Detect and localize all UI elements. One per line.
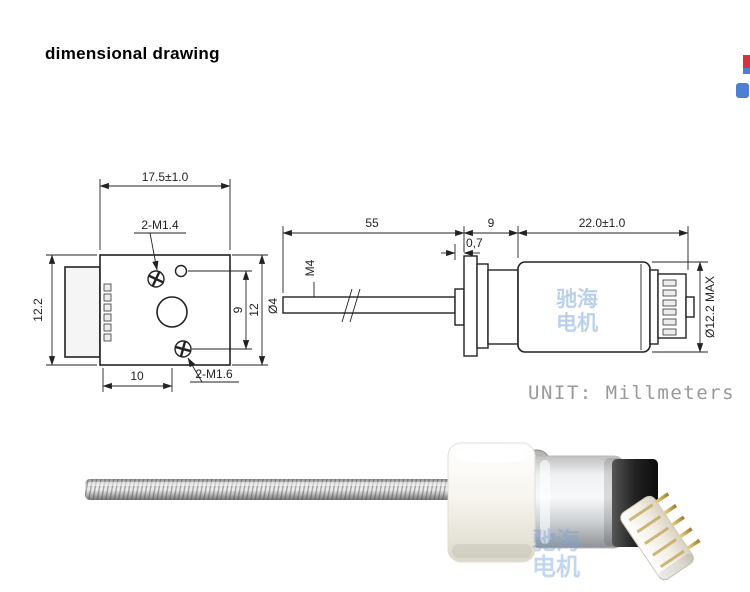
label-thread: M4: [303, 259, 317, 297]
product-photo: 驰海 电机: [85, 442, 701, 581]
hole-dim-inner-value: 9: [231, 306, 245, 313]
connector-nub: [685, 296, 695, 318]
connector-pins-front: [103, 283, 112, 342]
photo-watermark: 驰海 电机: [532, 526, 580, 581]
connector-bracket: [649, 269, 659, 345]
motor-diameter-value: Ø12.2 MAX: [703, 276, 717, 338]
plate-thickness-value: 0,7: [466, 236, 483, 250]
edge-logo-blue: [736, 83, 749, 98]
label-screw-top: 2-M1.4: [134, 218, 186, 271]
dim-front-bottom: 10: [102, 368, 173, 392]
gearbox-mid-plate: [476, 263, 489, 349]
front-width-value: 17.5±1.0: [142, 170, 189, 184]
dim-screw-length: 55: [282, 216, 465, 293]
dim-hole-inner: 9: [188, 270, 252, 350]
bottom-dim-value: 10: [130, 369, 144, 383]
dim-front-width: 17.5±1.0: [99, 170, 231, 250]
watermark-text: 驰海: [532, 526, 580, 555]
gold-pins: [655, 492, 701, 550]
screw-diameter-value: Ø4: [266, 298, 280, 314]
break-line-2: [349, 288, 361, 323]
dim-front-height: 12.2: [31, 254, 97, 366]
shaft-collar: [454, 288, 465, 326]
gearbox-case: [487, 269, 519, 345]
pin-slots: [628, 503, 685, 569]
gearbox-length-value: 9: [488, 216, 495, 230]
slider-nut-block: [447, 442, 536, 563]
watermark-text: 电机: [556, 310, 598, 335]
motor-length-value: 22.0±1.0: [579, 216, 626, 230]
screw-hole-bottom: [174, 340, 192, 358]
front-view: [64, 254, 231, 366]
dim-motor-length: 22.0±1.0: [517, 216, 689, 270]
corner-mark-blue: [743, 68, 750, 74]
thread-label-value: M4: [303, 259, 317, 276]
connector-photo: [620, 492, 701, 581]
page-title: dimensional drawing: [45, 44, 220, 63]
motor-side-body: [64, 266, 101, 358]
watermark-text: 驰海: [556, 286, 598, 311]
side-view-dimensions: 55 9 0,7 22.0±1.0 M4: [266, 216, 717, 353]
front-height-value: 12.2: [31, 298, 45, 322]
screw-bottom-label: 2-M1.6: [195, 367, 233, 381]
unit-label: UNIT: Millmeters: [528, 382, 735, 404]
connector-pins-side: [662, 279, 677, 336]
gearbox-front-plate: [463, 255, 478, 357]
label-screw-bottom: 2-M1.6: [187, 357, 239, 383]
screw-hole-top: [147, 270, 165, 288]
lead-screw-rod: [85, 479, 453, 500]
corner-mark-red: [743, 55, 750, 68]
screw-top-label: 2-M1.4: [141, 218, 179, 232]
drawing-watermark: 驰海 电机: [556, 286, 598, 335]
output-shaft-hole: [156, 296, 188, 328]
screw-length-value: 55: [365, 216, 379, 230]
front-view-dimensions: 17.5±1.0 12.2 2-M1.4 2-M1.6: [31, 170, 268, 392]
side-view: [282, 255, 695, 357]
locating-hole: [174, 264, 188, 278]
dim-plate-thickness: 0,7: [441, 236, 483, 260]
watermark-text: 电机: [532, 552, 580, 581]
dim-hole-outer: 12: [232, 254, 268, 366]
dim-motor-diameter: Ø12.2 MAX: [652, 261, 717, 353]
lead-screw-shaft: [282, 296, 456, 314]
hole-dim-outer-value: 12: [247, 303, 261, 317]
break-line-1: [341, 288, 353, 323]
